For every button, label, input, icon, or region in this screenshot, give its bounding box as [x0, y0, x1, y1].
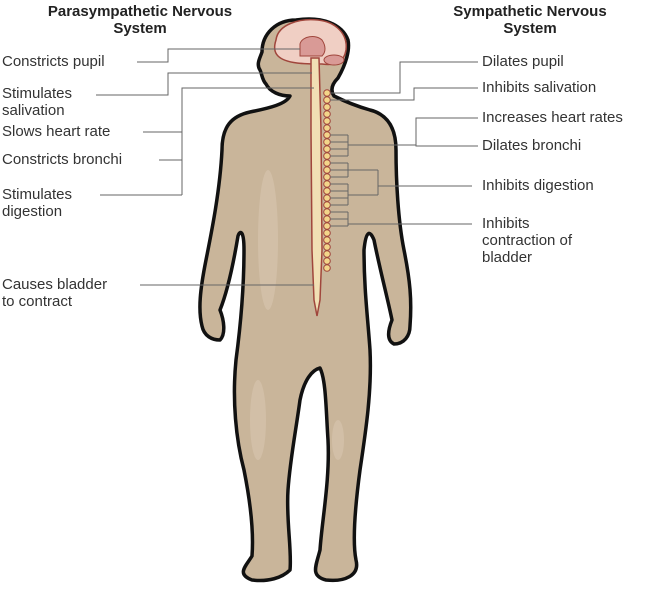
label-line: Dilates pupil — [482, 53, 564, 70]
label-line: to contract — [2, 293, 73, 310]
label-line: Increases heart rates — [482, 109, 623, 126]
label-line: Causes bladder — [2, 276, 108, 293]
label-constricts-bronchi: Constricts bronchi — [2, 151, 122, 168]
parasympathetic-heading: Parasympathetic Nervous System — [10, 3, 270, 37]
label-dilates-bronchi: Dilates bronchi — [482, 137, 581, 154]
leg-highlight — [250, 380, 266, 460]
label-line: Slows heart rate — [2, 123, 111, 140]
label-stimulates-salivation: Stimulates salivation — [2, 85, 72, 119]
label-line: bladder — [482, 249, 533, 266]
heading-line: Parasympathetic Nervous — [47, 3, 233, 20]
label-line: Inhibits — [482, 215, 530, 232]
label-dilates-pupil: Dilates pupil — [482, 53, 564, 70]
label-inhibits-bladder-contraction: Inhibits contraction of bladder — [482, 215, 572, 266]
label-constricts-pupil: Constricts pupil — [2, 53, 105, 70]
label-stimulates-digestion: Stimulates digestion — [2, 186, 72, 220]
label-line: Constricts pupil — [2, 53, 105, 70]
cerebellum — [323, 54, 345, 66]
label-causes-bladder-contract: Causes bladder to contract — [2, 276, 107, 310]
label-inhibits-salivation: Inhibits salivation — [482, 79, 596, 96]
label-line: Constricts bronchi — [2, 151, 123, 168]
label-inhibits-digestion: Inhibits digestion — [482, 177, 594, 194]
heading-line: System — [113, 20, 167, 37]
body-silhouette — [198, 17, 413, 583]
label-increases-heart-rates: Increases heart rates — [482, 109, 623, 126]
body-highlight — [258, 170, 278, 310]
leg-highlight — [332, 420, 344, 460]
label-line: digestion — [2, 203, 63, 220]
brain-inner — [299, 36, 326, 57]
heading-line: System — [503, 20, 557, 37]
parasympathetic-leader-lines — [96, 48, 314, 286]
label-line: contraction of — [482, 232, 573, 249]
label-line: Inhibits digestion — [482, 177, 594, 194]
label-line: Stimulates — [2, 85, 73, 102]
sympathetic-heading: Sympathetic Nervous System — [420, 3, 640, 37]
label-line: Dilates bronchi — [482, 137, 582, 154]
sympathetic-leader-lines — [330, 61, 478, 147]
label-slows-heart-rate: Slows heart rate — [2, 123, 110, 140]
label-line: Stimulates — [2, 186, 73, 203]
heading-line: Sympathetic Nervous — [453, 3, 607, 20]
label-line: Inhibits salivation — [482, 79, 597, 96]
sympathetic-nerve-branches — [330, 134, 472, 227]
label-line: salivation — [2, 102, 65, 119]
spinal-cord — [310, 57, 323, 317]
